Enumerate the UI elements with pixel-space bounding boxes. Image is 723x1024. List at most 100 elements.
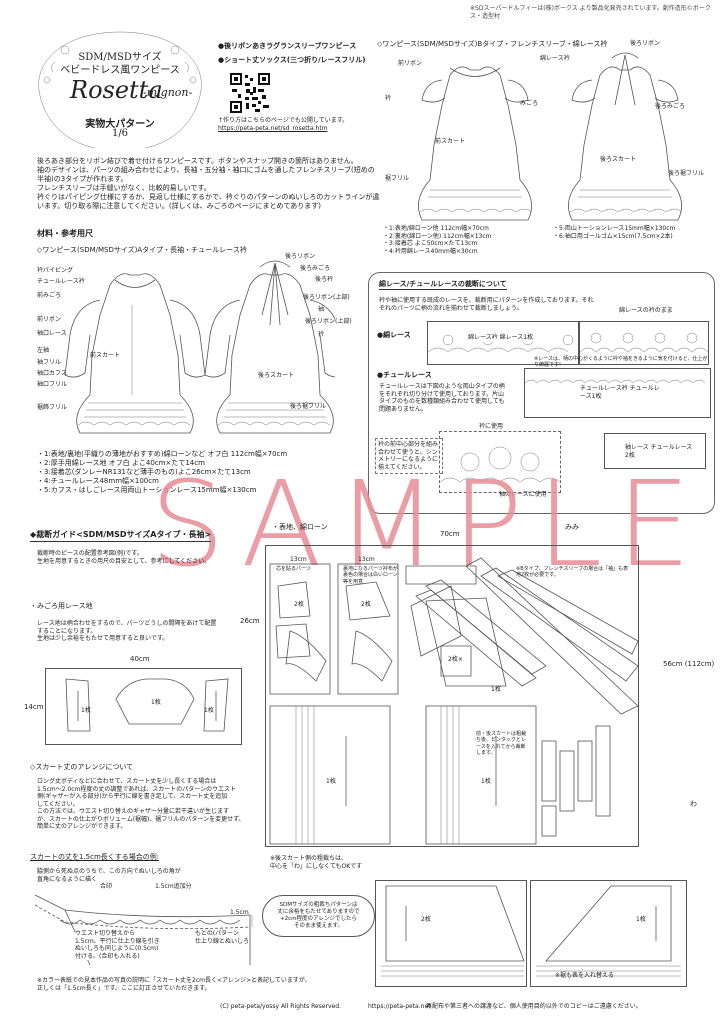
label-b: 前スカート bbox=[435, 138, 466, 145]
dress-b-title: ◇ワンピース(SDM/MSDサイズ)Bタイプ・フレンチスリーブ・綿レース衿 bbox=[377, 40, 608, 48]
qr-code[interactable] bbox=[230, 73, 270, 113]
material-item: ・5:カフス・はしごレース用両山トーションレース15mm幅×130cm bbox=[37, 486, 257, 495]
fabric-width-dim: 70cm bbox=[440, 530, 460, 538]
label-a: 袖 bbox=[318, 306, 325, 313]
desc-line: ※後スカート側の粗裁ちは、 bbox=[270, 855, 348, 862]
item-1: ●後リボンあきラグランスリーブワンピース bbox=[218, 42, 357, 50]
dim-13b: 13cm bbox=[358, 556, 375, 563]
material-item: ・3:接着芯(ダンレーNR131など薄手のもの)よこ26cm×たて13cm bbox=[37, 468, 251, 477]
piece-count: 2枚 bbox=[361, 601, 371, 608]
intro-line: 衿ぐりはパイピング仕様にするか、見返し仕様にするかで、衿ぐりのパターンのぬいしろ… bbox=[37, 193, 380, 202]
sdm-note: SDMサイズの粗裁ちパターンは 丈に余裕をもたせてありますので +2cm程度のア… bbox=[262, 895, 375, 937]
desc-line: レース地は柄合わせをするので、パーツどうしの間隔をあけて配置 bbox=[37, 620, 217, 627]
dress-a-front-icon bbox=[64, 273, 206, 434]
example-title: スカートの丈を1.5cm長くする場合の例: bbox=[30, 853, 160, 861]
desc-line: 脇側から死ぬ点のうちで、この方向でぬいしろの角が bbox=[37, 868, 181, 875]
piece-count: 1枚 bbox=[481, 778, 491, 785]
label-a: 裾飾フリル bbox=[37, 404, 68, 411]
interfacing-note: 芯を貼るパーツ bbox=[276, 566, 311, 572]
desc-line: 直角になるように描く bbox=[37, 875, 98, 883]
dress-b-materials-list-2: ・5:両山トーションレース15mm幅×130cm ・6:袖口用ゴールゴム×15c… bbox=[553, 225, 675, 240]
intro-line: 後ろあき部分をリボン結びで着せ付けるワンピースです。ボタンやスナップ開きの箇所は… bbox=[37, 157, 358, 165]
tulle-lace-label: ●チュールレース bbox=[377, 371, 432, 379]
example-text: 脇側から死ぬ点のうちで、この方向でぬいしろの角が 直角になるように描く bbox=[37, 868, 181, 883]
piece-count: 2枚 bbox=[294, 601, 304, 608]
desc-line: +2cm程度のアレンジでしたら bbox=[280, 915, 357, 922]
material-item: ・2:裏地(綿ローン他) 112cm幅×13cm bbox=[383, 232, 492, 240]
label-a: 後ろリボン(上部) bbox=[305, 318, 352, 325]
footer-note: 再配布や第三者への譲渡など、個人使用目的以外でのコピーはご遠慮ください。 bbox=[426, 1003, 642, 1010]
original-note: もとの(パターン 仕上り線とぬいしろ bbox=[195, 930, 250, 945]
waist-note: ウエスト切り替えから 1.5cm、平行に仕上り線を引き ぬいしろも同じように(0… bbox=[75, 930, 160, 960]
dress-name: ベビードレス風ワンピース bbox=[60, 65, 180, 76]
label-a: 前リボン bbox=[37, 316, 62, 323]
lace-box-title: 綿レース/チュールレースの裁断について bbox=[379, 280, 507, 291]
desc-line: 正しくは「1.5cm長く」です。ここに訂正させていただきます。 bbox=[37, 984, 211, 992]
desc-line: ぬいしろも同じように(0.5cm) bbox=[75, 945, 159, 952]
dress-b-back-icon bbox=[568, 52, 683, 221]
label-a: 前スカート bbox=[90, 352, 121, 359]
cotton-lace-label: ●綿レース bbox=[377, 331, 411, 339]
skirt-note: 前・後スカートは粗裁ち後、ピンタックとレースを入れてから裁断します。 bbox=[476, 731, 527, 756]
desc-line: 丈に余裕をもたせてありますので bbox=[277, 908, 360, 915]
bodice-lace-layout: 1枚 1枚 1枚 bbox=[45, 668, 242, 745]
desc-line: 生地を用意するときの用尺の目安として、参考にしてください。 bbox=[37, 557, 211, 565]
skirt-arrange-text: ロング丈ボディなどに合わせて、スカート丈を少し長くする場合は 1.5cm〜2.0… bbox=[37, 778, 245, 831]
desc-line: もとの(パターン bbox=[195, 930, 239, 937]
label-b: 後ろみごろ bbox=[655, 103, 686, 110]
skirt-piece-icon bbox=[381, 885, 525, 977]
piece-count: 2枚 bbox=[421, 916, 431, 923]
item-2: ●ショート丈ソックス(三つ折り/レースフリル) bbox=[218, 56, 366, 64]
label-a: 袖口フリル bbox=[37, 381, 68, 388]
material-item: ・4:衿用綿レース40mm幅×30cm bbox=[383, 247, 478, 255]
add-15-label: 1.5cm追加分 bbox=[155, 883, 192, 890]
label-a: 後ろリボン(上部) bbox=[303, 294, 350, 301]
lace-section-title: ・みごろ用レース地 bbox=[30, 602, 93, 610]
skirt-arrange-title: ◇スカート丈のアレンジについて bbox=[30, 763, 134, 771]
desc-line: 1.5cm、平行に仕上り線を引き bbox=[75, 937, 160, 945]
desc-line: 中心を「わ」にしなくてもOKです bbox=[270, 862, 363, 870]
tulle-lace-strip: チュールレース衿 チュールレース1枚 bbox=[524, 368, 711, 418]
label-a: チュールレース衿 bbox=[37, 278, 85, 285]
material-item: ・5:両山トーションレース15mm幅×130cm bbox=[553, 225, 676, 232]
dress-a-materials-list: ・1:表地/裏地(平織りの薄地がおすすめ)綿ローンなど オフ白 112cm幅×7… bbox=[37, 450, 287, 495]
piece-count: 2枚× bbox=[448, 656, 463, 663]
label-a: 後ろスカート bbox=[258, 372, 295, 379]
label-b: 衿 bbox=[385, 95, 392, 102]
lace-pattern-icon bbox=[579, 332, 709, 353]
desc-line: 側(ギャザーが入る部分)から平行に線を書き足して、スカート丈を追加 bbox=[37, 793, 228, 800]
piece-count: 1枚 bbox=[326, 778, 336, 785]
sleeve-lace-part: 袖レース チュールレース2枚 bbox=[625, 444, 695, 459]
dress-a-title: ◇ワンピース(SDM/MSDサイズ)Aタイプ・長袖・チュールレース衿 bbox=[37, 246, 247, 254]
label-a: 衿パイピング bbox=[37, 267, 74, 274]
desc-line: ※カラー表紙での見本作品の写真の説明に「スカート丈を2cm長く<アレンジ>と表記… bbox=[37, 977, 311, 984]
desc-line: ウエスト切り替えから bbox=[75, 930, 136, 937]
material-item: ・3:接着芯 よこ50cm×たて13cm bbox=[383, 240, 478, 247]
desc-line: 生地は少し余裕をもたせて用意すると良いです。 bbox=[37, 635, 169, 642]
lace-box-intro: 衿や袖に使用する既成のレースを、裁断用にパターンを作成しております。それぞれのパ… bbox=[379, 297, 594, 312]
lace-height-dim: 14cm bbox=[24, 703, 44, 711]
qr-code-icon bbox=[230, 73, 270, 113]
material-item: ・4:チュールレース48mm幅×100cm bbox=[37, 477, 159, 486]
skirt-piece-icon bbox=[536, 885, 681, 977]
piece-count: 1枚 bbox=[636, 916, 646, 923]
tulle-lace-part: チュールレース衿 チュールレース1枚 bbox=[580, 385, 660, 400]
footer-url[interactable]: https://peta-peta.net bbox=[368, 1003, 431, 1010]
desc-line: ロング丈ボディなどに合わせて、スカート丈を少し長くする場合は bbox=[37, 778, 217, 785]
url-link[interactable]: https://peta-peta.net/sd_rosetta.htm bbox=[218, 125, 328, 132]
star-note: ※レースは、柄の中心がくるように衿や袖をきるように気を付けると、仕上がり綺麗です… bbox=[534, 356, 708, 369]
tulle-lace-sample bbox=[439, 431, 561, 493]
back-skirt-note: ※後スカート側の粗裁ちは、 中心を「わ」にしなくてもOKです bbox=[270, 855, 362, 870]
sample-watermark: SAMPLE bbox=[150, 455, 706, 593]
cotton-lace-strip: 綿レース衿 綿レース1枚 bbox=[427, 321, 579, 365]
label-a: 衿 bbox=[318, 331, 325, 338]
tulle-lace-desc: チュールレースは下図のような両山タイプの柄をそれぞれ切り分けて使用しております。… bbox=[379, 383, 505, 413]
dress-b-materials-list: ・1:表地/綿ローン他 112cm幅×70cm ・2:裏地(綿ローン他) 112… bbox=[383, 225, 492, 255]
qr-note: ↑作り方はこちらのページでも公開しています。 bbox=[218, 117, 349, 124]
label-a: 後ろみごろ bbox=[300, 265, 331, 272]
skirt-rough-cut-b: 1枚 bbox=[530, 880, 687, 987]
b-type-note: ※Bタイプ、フレンチスリーブの場合は「袖」も表地2枚が必要です。 bbox=[516, 566, 629, 579]
gouin-label: 合印 bbox=[100, 883, 113, 890]
cotton-lace-part: 綿レース衿 綿レース1枚 bbox=[468, 334, 538, 342]
intro-line: 袖のデザインは、パーツの組み合わせにより、長袖・五分袖・袖口にゴムを通したフレン… bbox=[37, 166, 375, 175]
